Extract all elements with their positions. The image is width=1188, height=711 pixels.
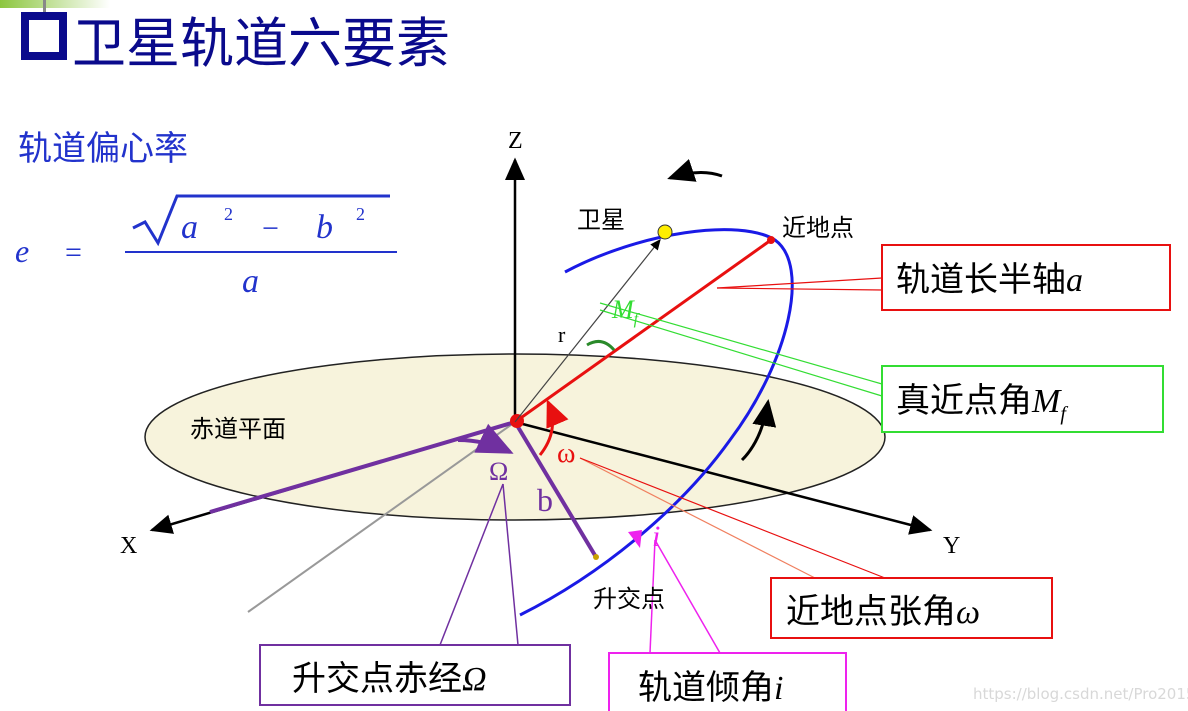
perigee-angle-label: ω (557, 438, 575, 469)
formula-equals: = (65, 236, 82, 269)
satellite-point (657, 224, 673, 240)
section-subtitle: 轨道偏心率 (18, 129, 188, 169)
r-label: r (558, 322, 566, 347)
page-title: 卫星轨道六要素 (72, 12, 450, 75)
y-axis-label: Y (943, 533, 960, 559)
formula-exp2: 2 (356, 204, 365, 224)
b-label: b (537, 482, 553, 518)
equator-plane-label: 赤道平面 (190, 415, 286, 443)
sqrt-sign (132, 194, 390, 247)
node-line (209, 420, 516, 514)
y-axis (514, 420, 933, 535)
orbit-ellipse (519, 228, 794, 617)
watermark: https://blog.csdn.net/Pro2015 (973, 685, 1188, 703)
raan-arc (457, 423, 514, 454)
svg-text:真近点角Mf: 真近点角Mf (896, 381, 1068, 425)
formula-exp1: 2 (224, 204, 233, 224)
leader-lines (439, 277, 886, 654)
radius-vector (514, 239, 661, 423)
box-argument-of-perigee: 近地点张角ω (770, 577, 1053, 639)
box-semi-major-axis: 轨道长半轴a (881, 244, 1171, 311)
formula-minus: − (262, 212, 279, 245)
eccentricity-formula: e = a 2 − b 2 a (15, 194, 397, 300)
projection-line (247, 421, 516, 613)
box-true-anomaly: 真近点角Mf (881, 365, 1164, 433)
raan-symbol-label: Ω (489, 457, 508, 486)
semi-major-axis-line (514, 238, 772, 424)
true-anomaly-arc (586, 339, 616, 352)
formula-lhs: e (15, 233, 29, 269)
x-axis-label: X (120, 533, 137, 559)
title-bullet-icon (21, 12, 67, 60)
formula-num-a: a (181, 209, 198, 246)
formula-den: a (242, 263, 259, 300)
origin-point (510, 414, 524, 428)
orbit-direction-arrow-2 (740, 399, 777, 462)
svg-text:轨道倾角i: 轨道倾角i (638, 668, 783, 708)
header-accent-bar (0, 0, 110, 8)
z-axis-label: Z (508, 128, 523, 154)
inclination-label: i (652, 520, 660, 553)
orbit-direction-arrow (667, 159, 723, 182)
satellite-label: 卫星 (577, 206, 625, 234)
b-line (513, 420, 598, 559)
box-raan: 升交点赤经Ω (259, 644, 571, 706)
box-inclination: 轨道倾角i (608, 652, 847, 711)
header-accent-tick (43, 0, 46, 12)
svg-text:升交点赤经Ω: 升交点赤经Ω (292, 659, 487, 699)
svg-text:轨道长半轴a: 轨道长半轴a (896, 260, 1083, 300)
perigee-label: 近地点 (782, 214, 854, 242)
svg-text:近地点张角ω: 近地点张角ω (786, 592, 980, 632)
inclination-mark (628, 530, 642, 548)
ascending-node-point (593, 554, 599, 560)
perigee-point (767, 236, 775, 244)
formula-num-b: b (316, 209, 333, 246)
mf-label: Mf (611, 295, 641, 328)
perigee-angle-arc (538, 399, 569, 456)
ascending-node-label: 升交点 (593, 585, 665, 613)
